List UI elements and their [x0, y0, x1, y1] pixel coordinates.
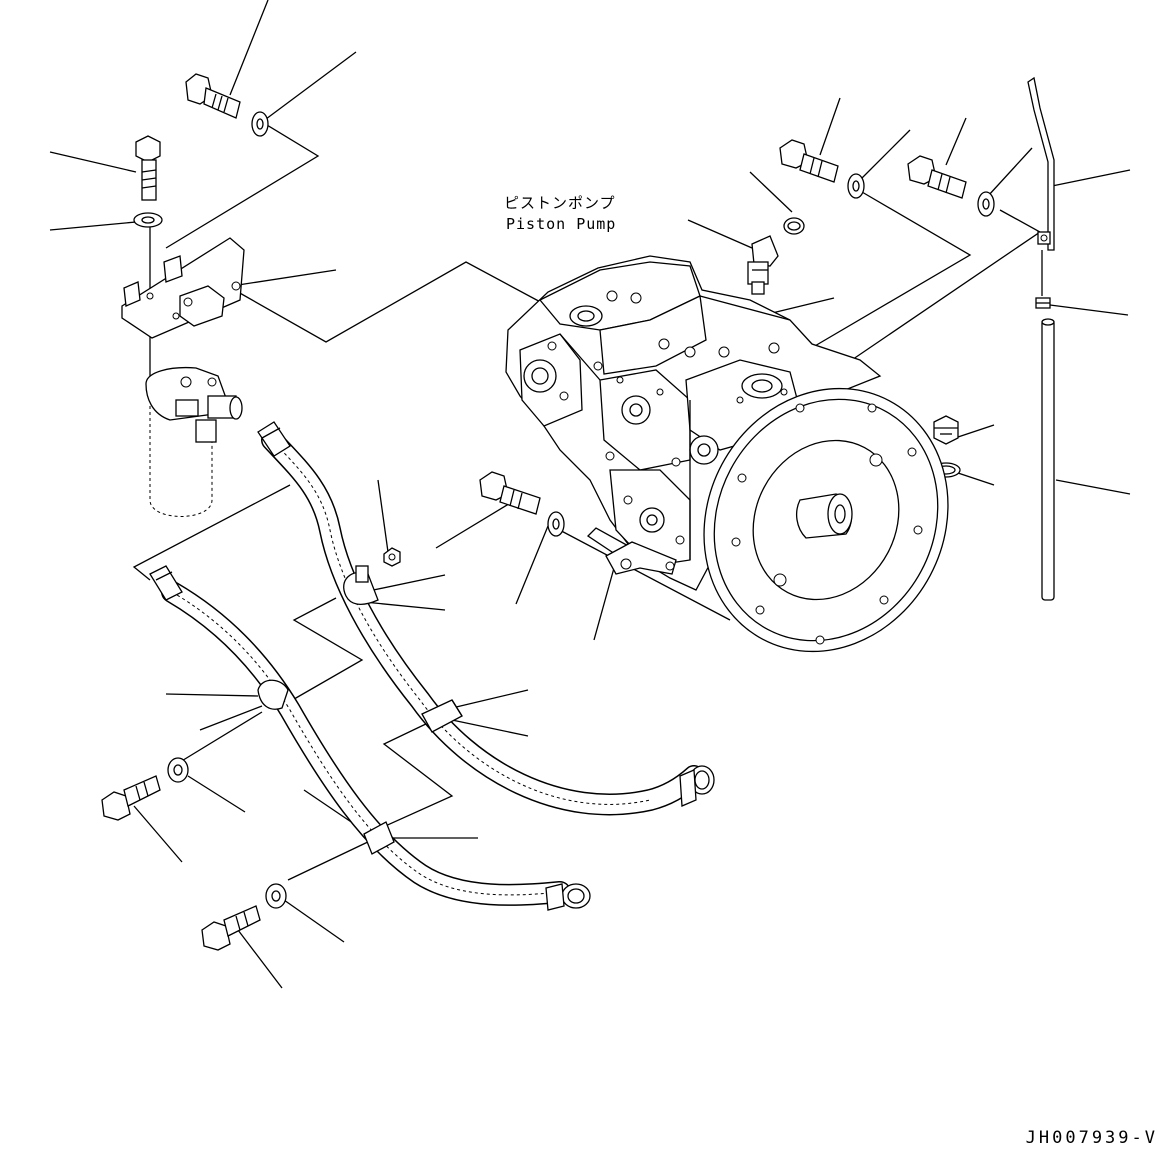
hose-a — [261, 429, 705, 816]
bolt-5 — [479, 471, 541, 515]
bolt-3 — [779, 139, 839, 183]
washer-2 — [133, 212, 163, 228]
elbow-fitting — [747, 235, 779, 295]
bolt-7 — [201, 905, 261, 951]
hose-clamp-2 — [257, 679, 289, 710]
pump-body — [505, 255, 882, 591]
flywheel-housing — [703, 387, 949, 653]
bolt-2 — [135, 135, 161, 201]
washer-5 — [547, 511, 565, 537]
leader-lines — [49, 0, 1131, 989]
nut — [383, 547, 401, 567]
o-ring-1 — [783, 217, 805, 235]
hose-fitting-right-b — [545, 883, 591, 911]
washer-6 — [167, 757, 189, 783]
oil-filter — [145, 366, 243, 517]
lever — [586, 527, 677, 575]
hose-b — [161, 581, 571, 906]
bolt-6 — [101, 775, 161, 821]
dipstick-tube — [1027, 76, 1055, 251]
bolt-1 — [185, 73, 241, 119]
drain-tube — [1041, 318, 1055, 601]
hose-fitting-right-a — [679, 765, 715, 807]
bolt-4 — [907, 155, 967, 199]
washer-7 — [265, 883, 287, 909]
piston-pump-label-jp: ピストンポンプ — [504, 194, 616, 212]
piston-pump-label-en: Piston Pump — [506, 215, 617, 233]
washer-3 — [847, 173, 865, 199]
washer-4 — [977, 191, 995, 217]
plug — [933, 415, 959, 445]
hose-fitting-top — [257, 421, 291, 457]
hose-clamp-4 — [363, 821, 395, 855]
tube-clip — [1035, 297, 1051, 309]
hose-clamp-3 — [421, 699, 463, 733]
washer-1 — [251, 111, 269, 137]
hose-clamp-1 — [343, 565, 379, 606]
drawing-code: JH007939-V — [1025, 1128, 1158, 1148]
filter-bracket — [121, 237, 245, 339]
hose-fitting-left — [149, 565, 183, 601]
